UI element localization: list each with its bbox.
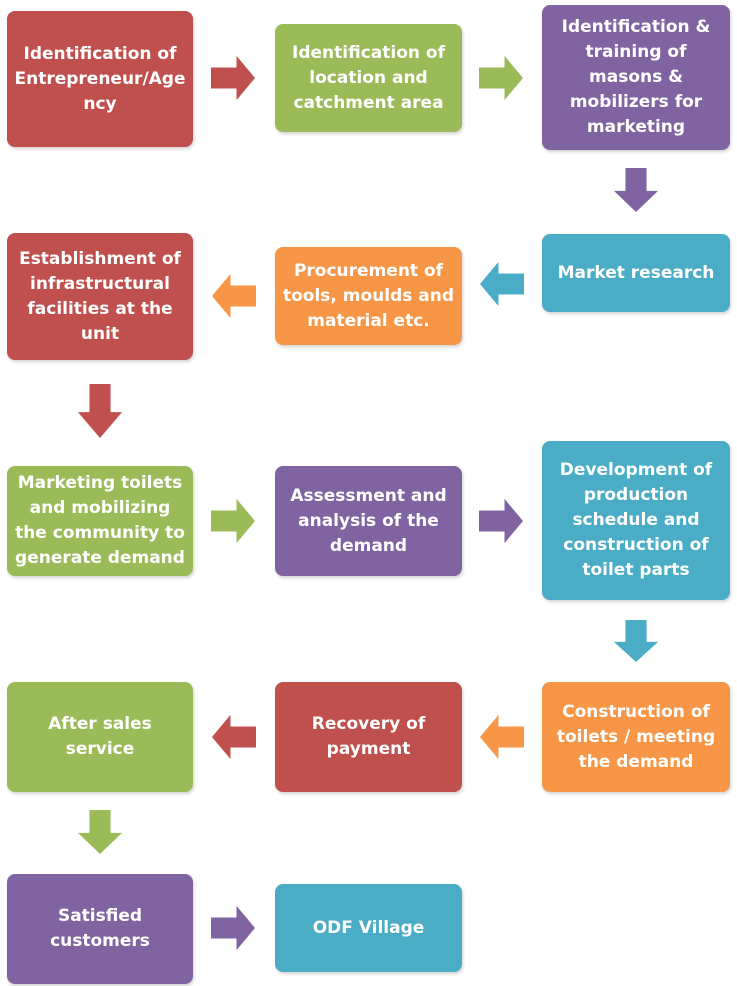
step-assessment-of-demand: Assessment and analysis of the demand bbox=[275, 466, 462, 576]
arrow-down-icon bbox=[612, 620, 660, 662]
step-label: Establishment of infrastructural facilit… bbox=[19, 248, 181, 344]
arrow-right-icon bbox=[211, 904, 255, 952]
arrow-path bbox=[211, 905, 255, 951]
step-label: Construction of toilets / meeting the de… bbox=[556, 701, 716, 772]
step-market-research: Market research bbox=[542, 234, 730, 312]
step-label: Identification of location and catchment… bbox=[292, 42, 445, 113]
arrow-shape bbox=[77, 384, 123, 438]
arrow-path bbox=[613, 620, 659, 662]
arrow-shape bbox=[211, 55, 255, 101]
arrow-path bbox=[613, 168, 659, 212]
step-label: Satisfied customers bbox=[50, 906, 150, 951]
arrow-right-icon bbox=[211, 497, 255, 545]
step-label: Development of production schedule and c… bbox=[559, 460, 713, 580]
arrow-path bbox=[77, 384, 123, 438]
arrow-right-icon bbox=[479, 497, 523, 545]
arrow-shape bbox=[479, 55, 523, 101]
step-label: Market research bbox=[557, 262, 715, 283]
step-recovery-of-payment: Recovery of payment bbox=[275, 682, 462, 792]
arrow-path bbox=[77, 810, 123, 854]
arrow-shape bbox=[479, 498, 523, 544]
arrow-shape bbox=[77, 810, 123, 854]
step-identification-of-location: Identification of location and catchment… bbox=[275, 24, 462, 132]
arrow-path bbox=[212, 273, 256, 319]
arrow-shape bbox=[212, 273, 256, 319]
arrow-left-icon bbox=[480, 713, 524, 761]
step-training-of-masons: Identification & training of masons & mo… bbox=[542, 5, 730, 150]
step-production-schedule: Development of production schedule and c… bbox=[542, 441, 730, 600]
arrow-shape bbox=[613, 168, 659, 212]
step-procurement: Procurement of tools, moulds and materia… bbox=[275, 247, 462, 345]
step-satisfied-customers: Satisfied customers bbox=[7, 874, 193, 984]
arrow-shape bbox=[211, 905, 255, 951]
arrow-down-icon bbox=[76, 384, 124, 438]
arrow-shape bbox=[212, 714, 256, 760]
step-label: ODF Village bbox=[312, 917, 425, 938]
step-after-sales-service: After sales service bbox=[7, 682, 193, 792]
step-label: Assessment and analysis of the demand bbox=[290, 485, 447, 556]
step-label: Marketing toilets and mobilizing the com… bbox=[15, 473, 185, 568]
arrow-shape bbox=[613, 620, 659, 662]
arrow-path bbox=[479, 498, 523, 544]
arrow-path bbox=[211, 55, 255, 101]
step-odf-village: ODF Village bbox=[275, 884, 462, 972]
arrow-path bbox=[211, 498, 255, 544]
step-label: Identification of Entrepreneur/Agency bbox=[14, 43, 186, 114]
arrow-path bbox=[480, 261, 524, 307]
arrow-path bbox=[480, 714, 524, 760]
arrow-left-icon bbox=[212, 272, 256, 320]
step-construction-of-toilets: Construction of toilets / meeting the de… bbox=[542, 682, 730, 792]
arrow-left-icon bbox=[480, 260, 524, 308]
arrow-right-icon bbox=[211, 54, 255, 102]
arrow-left-icon bbox=[212, 713, 256, 761]
step-identification-of-entrepreneur: Identification of Entrepreneur/Agency bbox=[7, 11, 193, 147]
step-label: After sales service bbox=[48, 714, 152, 759]
arrow-down-icon bbox=[612, 168, 660, 212]
step-label: Procurement of tools, moulds and materia… bbox=[282, 260, 455, 331]
arrow-path bbox=[479, 55, 523, 101]
step-establishment-of-facilities: Establishment of infrastructural facilit… bbox=[7, 233, 193, 360]
arrow-shape bbox=[480, 261, 524, 307]
arrow-shape bbox=[211, 498, 255, 544]
arrow-shape bbox=[480, 714, 524, 760]
step-label: Identification & training of masons & mo… bbox=[561, 17, 711, 137]
step-marketing-toilets: Marketing toilets and mobilizing the com… bbox=[7, 466, 193, 576]
arrow-down-icon bbox=[76, 810, 124, 854]
arrow-path bbox=[212, 714, 256, 760]
step-label: Recovery of payment bbox=[311, 714, 426, 759]
arrow-right-icon bbox=[479, 54, 523, 102]
